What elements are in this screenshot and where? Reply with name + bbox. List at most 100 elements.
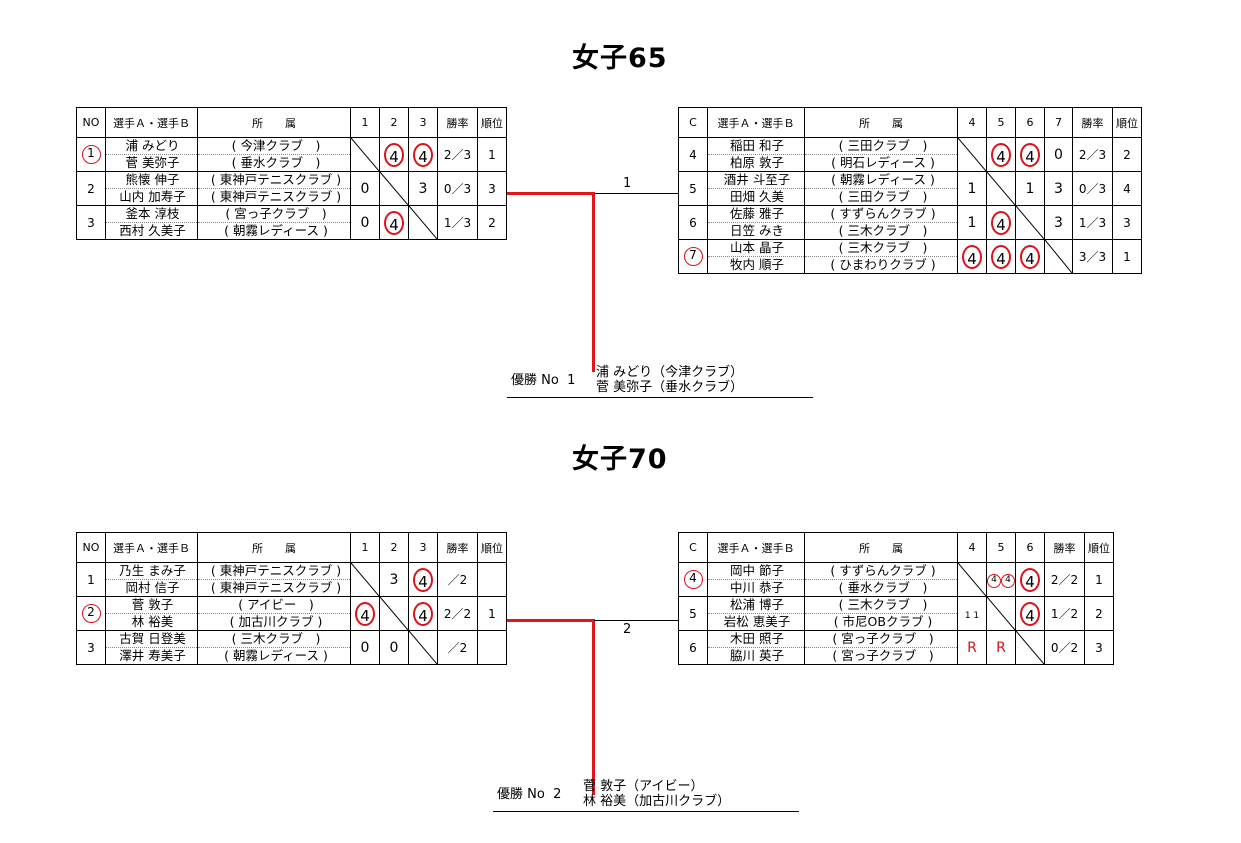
column-header: 6 bbox=[1015, 532, 1045, 563]
player-a-club: ( 三木クラブ ) bbox=[231, 631, 321, 647]
player-a-club: ( すずらんクラブ ) bbox=[830, 563, 936, 579]
entry-number-value: 5 bbox=[689, 181, 697, 196]
match-score bbox=[1015, 630, 1045, 665]
game-score: 1 bbox=[967, 180, 977, 197]
bracket-line-right-horizontal bbox=[594, 620, 678, 621]
player-b-club: ( 朝霧レディース ) bbox=[198, 647, 350, 664]
entry-number-value: 2 bbox=[87, 181, 95, 196]
win-rate: 3／3 bbox=[1072, 239, 1113, 274]
player-a-name: 釜本 淳枝 bbox=[125, 206, 180, 222]
game-score: 0 bbox=[1054, 146, 1063, 163]
match-score: 4 bbox=[1015, 596, 1045, 631]
win-rate: 2／2 bbox=[437, 596, 478, 631]
rank: 1 bbox=[477, 596, 507, 631]
win-rate: 0／2 bbox=[1044, 630, 1085, 665]
game-score: 1 bbox=[967, 214, 977, 231]
player-names: 松浦 博子岩松 恵美子 bbox=[707, 596, 805, 631]
player-clubs: ( 朝霧レディース )( 三田クラブ ) bbox=[804, 171, 958, 206]
player-b-club: ( 加古川クラブ ) bbox=[198, 613, 350, 630]
player-b-name: 林 裕美 bbox=[106, 613, 197, 630]
winning-score: 4 bbox=[1020, 567, 1040, 592]
entry-number-value: 1 bbox=[87, 572, 95, 587]
player-a-club: ( 宮っ子クラブ ) bbox=[832, 631, 934, 647]
player-a-name: 菅 敦子 bbox=[131, 597, 174, 613]
player-names: 山本 晶子牧内 順子 bbox=[707, 239, 805, 274]
rank: 3 bbox=[1112, 205, 1142, 240]
match-score bbox=[986, 171, 1016, 206]
winner-label: 優勝 No 1 bbox=[511, 373, 575, 388]
bracket-line-vertical bbox=[592, 192, 595, 372]
player-b-name: 脇川 英子 bbox=[708, 647, 804, 664]
player-b-club: ( 朝霧レディース ) bbox=[198, 222, 350, 239]
winner-no: 2 bbox=[553, 787, 562, 802]
entry-number-value: 3 bbox=[87, 215, 95, 230]
player-b-club: ( 宮っ子クラブ ) bbox=[805, 647, 957, 664]
winning-score: 4 bbox=[384, 210, 404, 235]
column-header: 4 bbox=[957, 107, 987, 138]
match-score: 4 bbox=[408, 137, 438, 172]
column-header: 所 属 bbox=[804, 532, 958, 563]
player-a-club: ( 今津クラブ ) bbox=[231, 138, 321, 154]
player-clubs: ( 宮っ子クラブ )( 朝霧レディース ) bbox=[197, 205, 351, 240]
player-a-name: 岡中 節子 bbox=[730, 563, 784, 579]
column-header: 7 bbox=[1044, 107, 1073, 138]
winner-player-b: 菅 美弥子（垂水クラブ） bbox=[596, 380, 744, 395]
column-header: 3 bbox=[408, 532, 438, 563]
player-names: 酒井 斗至子田畑 久美 bbox=[707, 171, 805, 206]
player-names: 乃生 まみ子岡村 信子 bbox=[105, 562, 198, 597]
self-match-diagonal bbox=[351, 138, 379, 171]
player-b-club: ( 東神戸テニスクラブ ) bbox=[198, 188, 350, 205]
column-header: 所 属 bbox=[804, 107, 958, 138]
winner-label-text: 優勝 No bbox=[497, 787, 545, 802]
column-header: 勝率 bbox=[1072, 107, 1113, 138]
player-a-name: 山本 晶子 bbox=[730, 240, 784, 256]
match-score: 1 bbox=[957, 205, 987, 240]
winner-player-a: 菅 敦子（アイビー） bbox=[583, 779, 704, 794]
self-match-diagonal bbox=[958, 138, 986, 171]
player-b-club: ( ひまわりクラブ ) bbox=[805, 256, 957, 273]
match-score bbox=[379, 596, 409, 631]
player-a-name: 松浦 博子 bbox=[730, 597, 784, 613]
column-header: 選手Ａ・選手Ｂ bbox=[105, 532, 198, 563]
rank: 3 bbox=[1084, 630, 1114, 665]
win-rate: 1／3 bbox=[437, 205, 478, 240]
match-score: 4 bbox=[379, 137, 409, 172]
game-score: 0 bbox=[360, 180, 370, 197]
player-clubs: ( すずらんクラブ )( 垂水クラブ ) bbox=[804, 562, 958, 597]
win-rate: 0／3 bbox=[437, 171, 478, 206]
column-header: C bbox=[678, 107, 708, 138]
rank bbox=[477, 630, 507, 665]
match-score bbox=[408, 630, 438, 665]
win-rate: 2／2 bbox=[1044, 562, 1085, 597]
player-names: 菅 敦子林 裕美 bbox=[105, 596, 198, 631]
player-a-name: 木田 照子 bbox=[730, 631, 784, 647]
player-b-name: 西村 久美子 bbox=[106, 222, 197, 239]
player-a-name: 古賀 日登美 bbox=[119, 631, 186, 647]
column-header: 選手Ａ・選手Ｂ bbox=[707, 532, 805, 563]
player-clubs: ( 東神戸テニスクラブ )( 東神戸テニスクラブ ) bbox=[197, 171, 351, 206]
rank: 3 bbox=[477, 171, 507, 206]
entry-number-value: 2 bbox=[81, 604, 101, 623]
player-clubs: ( 宮っ子クラブ )( 宮っ子クラブ ) bbox=[804, 630, 958, 665]
winner-no: 1 bbox=[567, 373, 576, 388]
entry-number-value: 4 bbox=[683, 570, 703, 589]
match-score: 0 bbox=[350, 630, 380, 665]
player-a-name: 酒井 斗至子 bbox=[723, 172, 791, 188]
self-match-diagonal bbox=[987, 597, 1015, 630]
winning-score: 4 bbox=[413, 142, 433, 167]
entry-number: 5 bbox=[678, 596, 708, 631]
entry-number: 2 bbox=[76, 596, 106, 631]
win-rate: 0／3 bbox=[1072, 171, 1113, 206]
column-header: 順位 bbox=[477, 532, 507, 563]
player-a-name: 稲田 和子 bbox=[730, 138, 784, 154]
